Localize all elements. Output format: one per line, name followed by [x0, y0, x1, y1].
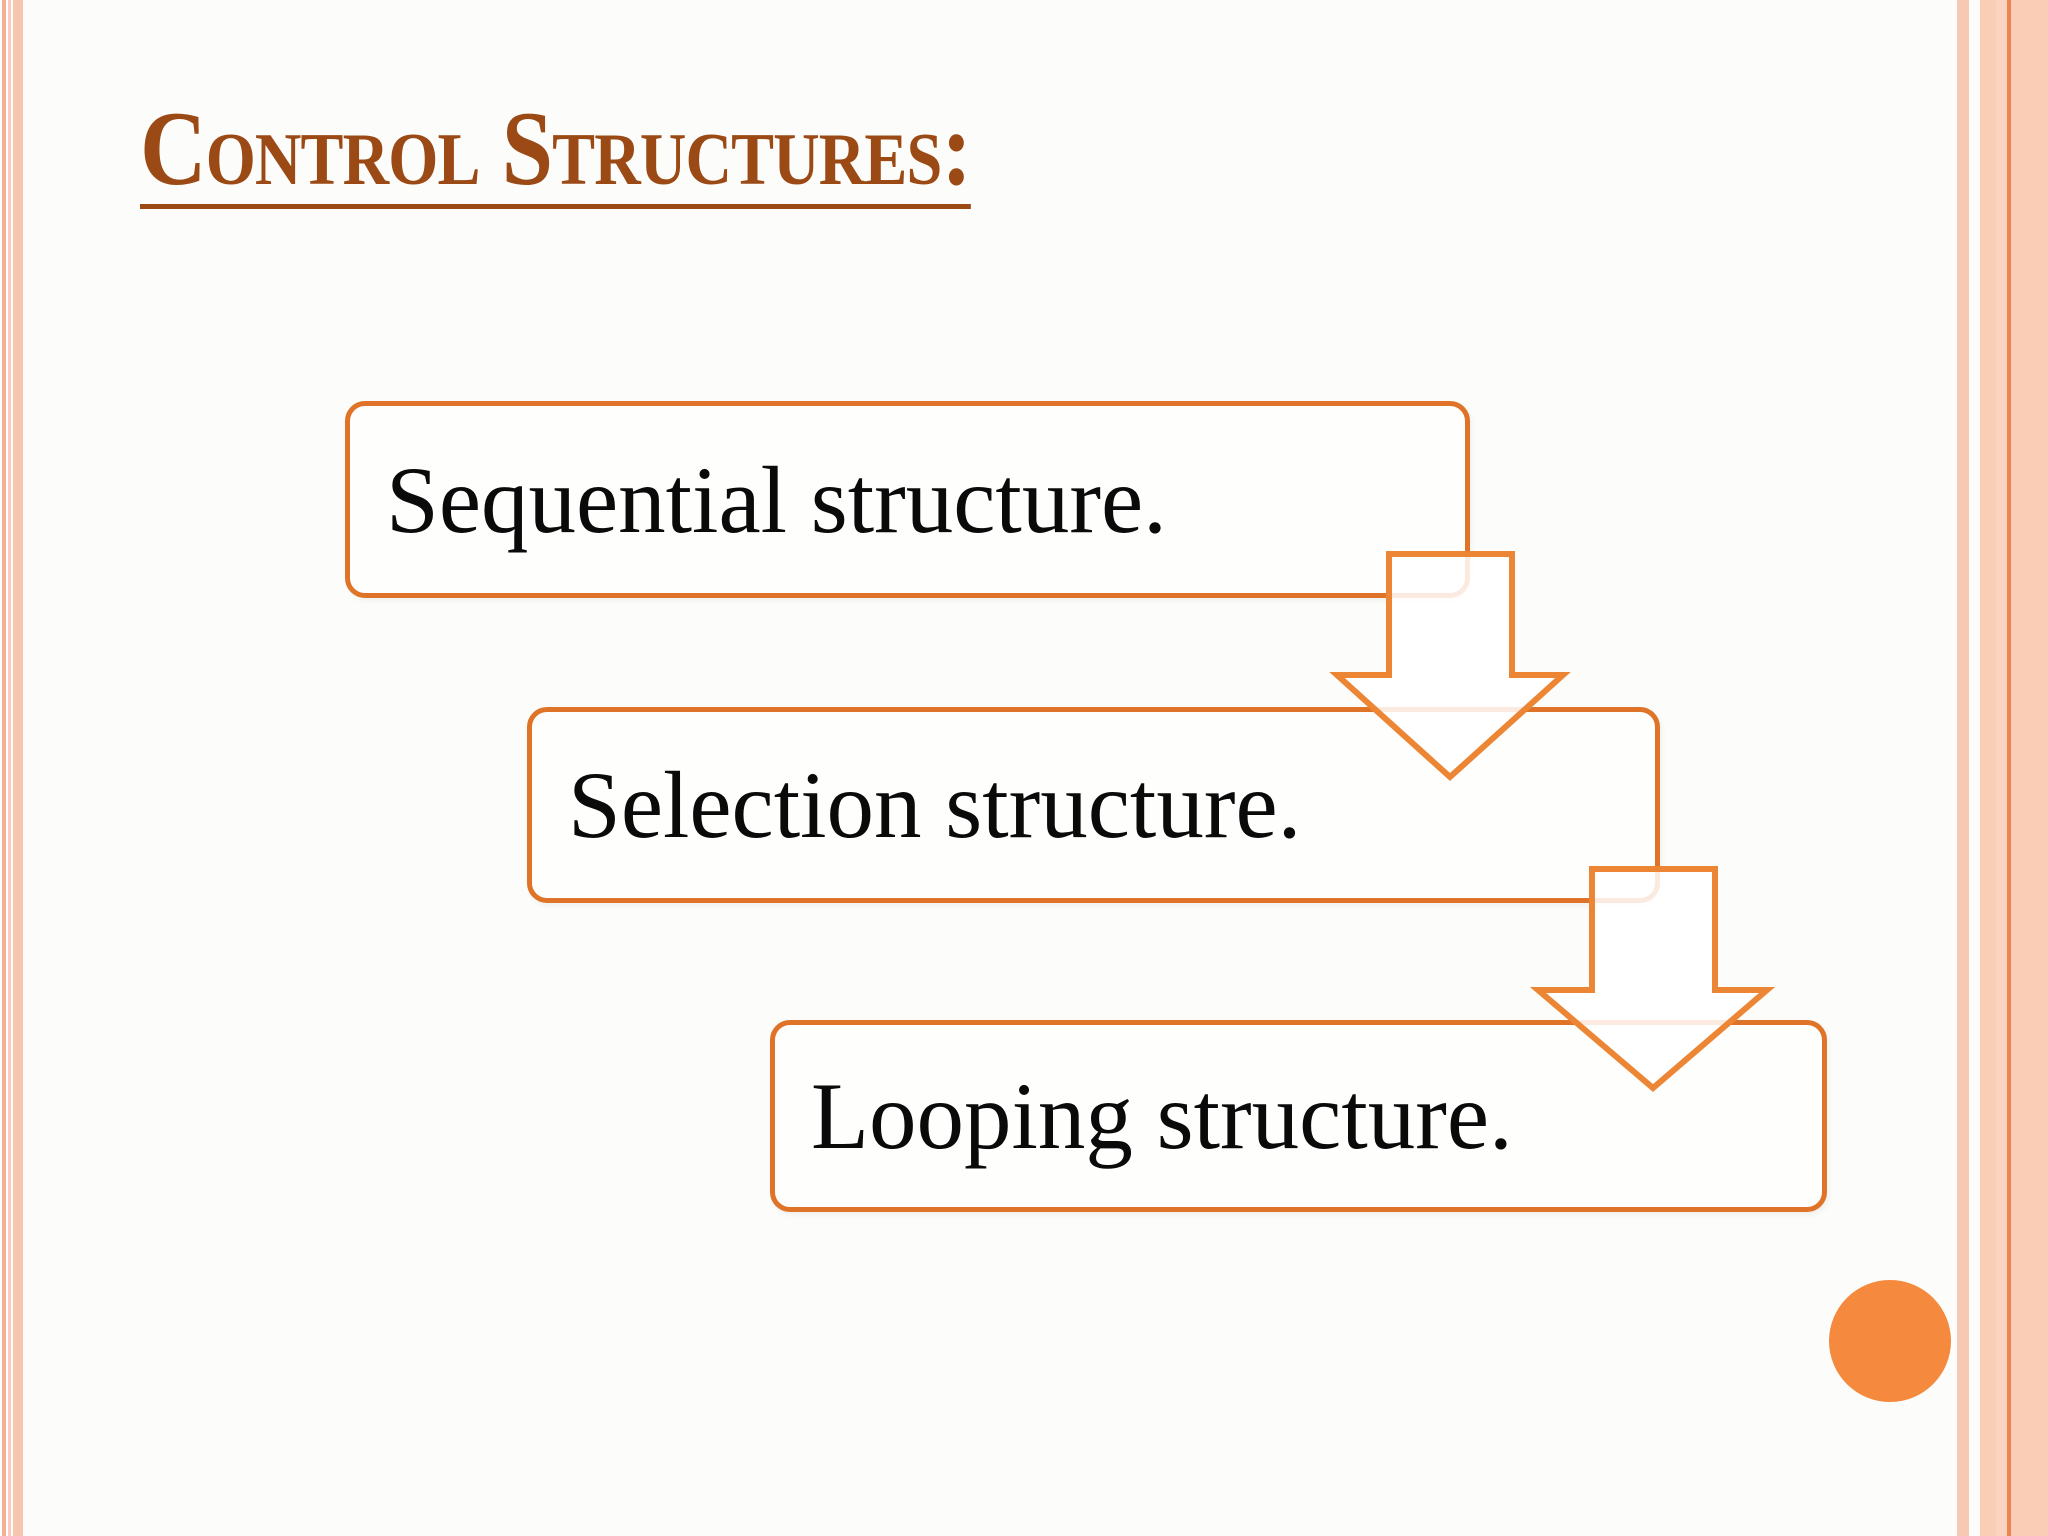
right-border-stripe-inner [1957, 0, 1969, 1536]
flow-box-selection: Selection structure. [527, 707, 1660, 903]
page-title: Control Structures: [140, 96, 1095, 209]
right-border-stripe-highlight [1996, 0, 2008, 1536]
flow-box-selection-label: Selection structure. [568, 752, 1302, 858]
flow-box-sequential: Sequential structure. [345, 401, 1470, 598]
page-title-text: Control Structures: [140, 90, 972, 209]
flow-box-looping: Looping structure. [770, 1020, 1827, 1212]
accent-circle [1829, 1280, 1951, 1402]
right-border-stripe-outer [1980, 0, 2048, 1536]
left-border-stripe-outer [2, 0, 6, 1536]
left-border-stripe-inner [13, 0, 23, 1536]
flow-box-sequential-label: Sequential structure. [386, 446, 1167, 553]
right-border-stripe-dark-line [2007, 0, 2011, 1536]
left-border-stripe-middle [8, 0, 11, 1536]
flow-box-looping-label: Looping structure. [811, 1063, 1513, 1169]
